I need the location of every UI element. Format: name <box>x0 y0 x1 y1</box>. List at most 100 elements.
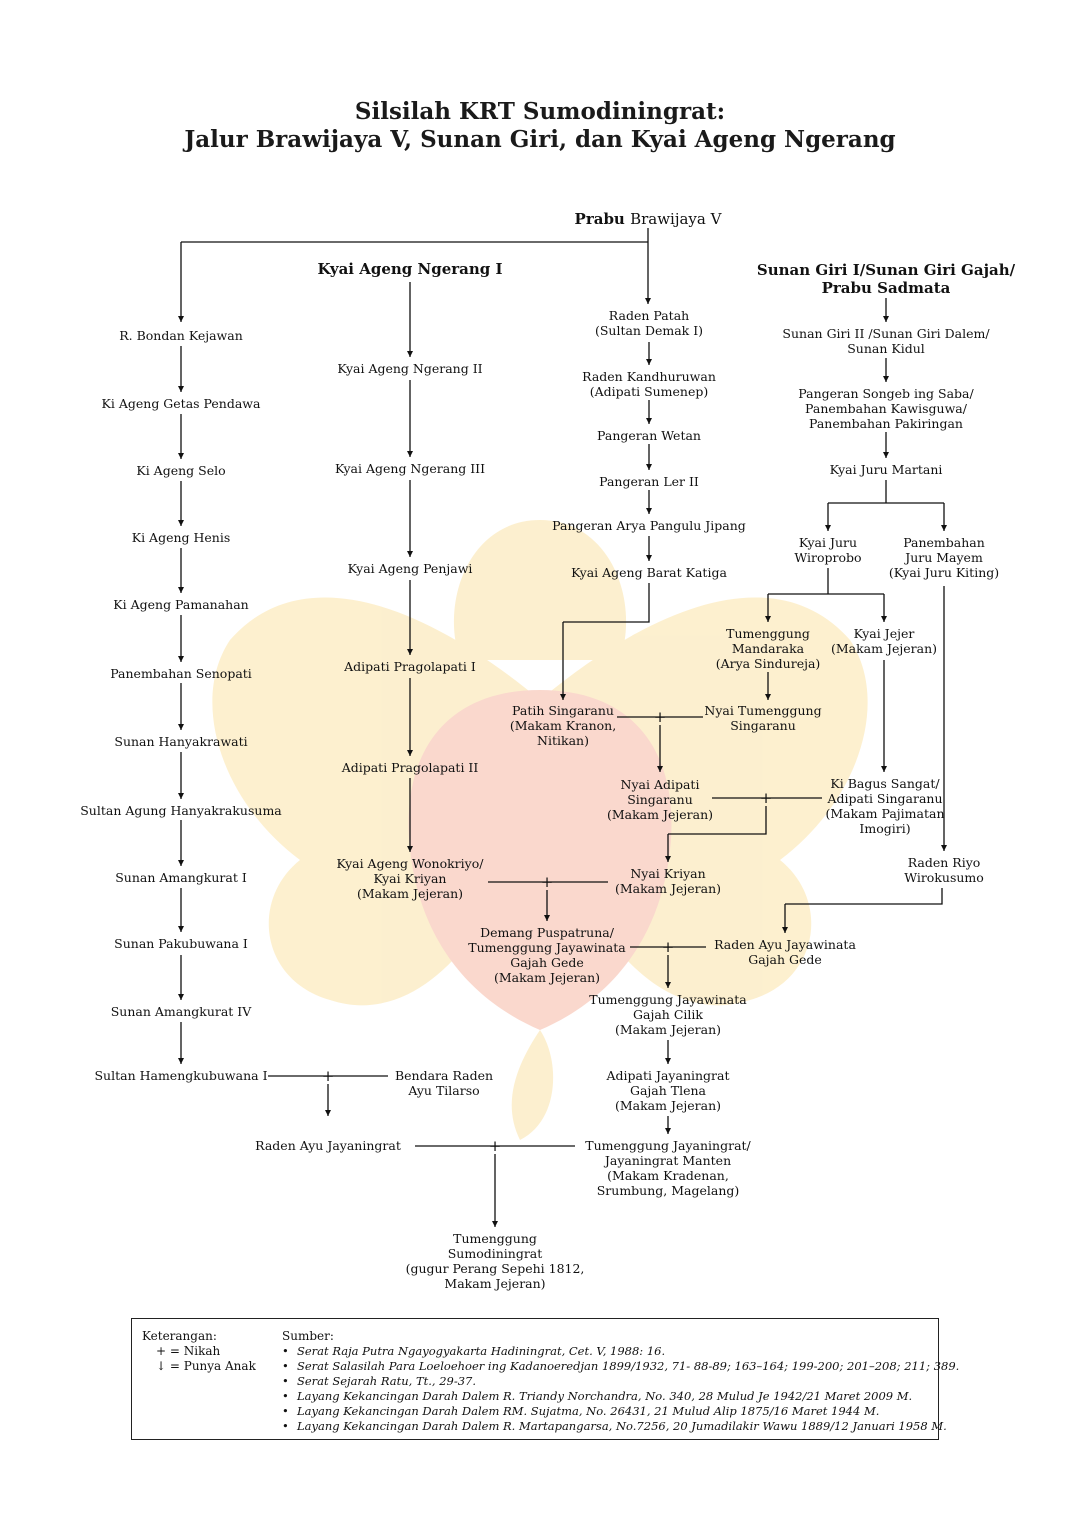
node-nyai-adipati: Nyai Adipati Singaranu (Makam Jejeran) <box>606 777 714 822</box>
arrowhead <box>178 587 184 593</box>
node-jejer: Kyai Jejer (Makam Jejeran) <box>830 626 938 656</box>
node-songeb: Pangeran Songeb ing Saba/ Panembahan Kaw… <box>798 386 974 431</box>
node-bagus-sangat: Ki Bagus Sangat/ Adipati Singaranu (Maka… <box>825 776 945 836</box>
arrowhead <box>544 915 550 921</box>
node-ngerang3: Kyai Ageng Ngerang III <box>334 461 486 476</box>
connector-line <box>668 806 767 835</box>
arrowhead <box>881 766 887 772</box>
node-riyo: Raden Riyo Wirokusumo <box>904 855 984 885</box>
marriage-plus: + <box>654 708 667 726</box>
arrowhead <box>665 1058 671 1064</box>
node-ngerang2: Kyai Ageng Ngerang II <box>337 361 483 376</box>
node-bondan: R. Bondan Kejawan <box>119 328 243 343</box>
node-ra-jayawinata: Raden Ayu Jayawinata Gajah Gede <box>714 937 856 967</box>
marriage-plus: + <box>322 1067 335 1085</box>
legend-heading: Keterangan: <box>142 1329 217 1343</box>
arrowhead <box>325 1110 331 1116</box>
source-item: Serat Salasilah Para Loeloehoer ing Kada… <box>282 1359 959 1374</box>
source-item: Serat Sejarah Ratu, Tt., 29-37. <box>282 1374 959 1389</box>
arrowhead <box>407 649 413 655</box>
arrowhead <box>560 694 566 700</box>
node-pamanahan: Ki Ageng Pamanahan <box>113 597 249 612</box>
arrowhead <box>178 724 184 730</box>
arrowhead <box>883 452 889 458</box>
node-wonokriyo: Kyai Ageng Wonokriyo/ Kyai Kriyan (Makam… <box>336 856 484 901</box>
node-mandaraka: Tumenggung Mandaraka (Arya Sindureja) <box>715 626 821 671</box>
arrowhead <box>178 386 184 392</box>
node-pragola2: Adipati Pragolapati II <box>341 760 479 775</box>
emblem-shield <box>408 690 672 1030</box>
arrowhead <box>665 856 671 862</box>
legend-sources: Sumber: Serat Raja Putra Ngayogyakarta H… <box>282 1329 959 1434</box>
node-mayem: Panembahan Juru Mayem (Kyai Juru Kiting) <box>888 535 1000 580</box>
node-brawijaya-name: Brawijaya V <box>630 210 722 228</box>
node-hb1: Sultan Hamengkubuwana I <box>94 1068 268 1083</box>
arrowhead <box>883 316 889 322</box>
node-penjawi: Kyai Ageng Penjawi <box>347 561 473 576</box>
node-nyai-kriyan: Nyai Kriyan (Makam Jejeran) <box>614 866 722 896</box>
legend-box: Keterangan: + = Nikah ↓ = Punya Anak Sum… <box>131 1318 959 1440</box>
node-ler2: Pangeran Ler II <box>599 474 699 489</box>
legend-child: ↓ = Punya Anak <box>156 1359 256 1373</box>
node-amangkurat4: Sunan Amangkurat IV <box>110 1004 252 1019</box>
node-getas: Ki Ageng Getas Pendawa <box>101 396 261 411</box>
arrowhead <box>646 555 652 561</box>
arrowhead <box>407 551 413 557</box>
source-item: Layang Kekancingan Darah Dalem R. Martap… <box>282 1419 959 1434</box>
node-gajah-cilik: Tumenggung Jayawinata Gajah Cilik (Makam… <box>589 992 747 1037</box>
arrowhead <box>178 656 184 662</box>
node-gajah-tlena: Adipati Jayaningrat Gajah Tlena (Makam J… <box>606 1068 730 1113</box>
arrowhead <box>941 845 947 851</box>
source-item: Layang Kekancingan Darah Dalem R. Triand… <box>282 1389 959 1404</box>
arrowhead <box>646 418 652 424</box>
arrowhead <box>178 1058 184 1064</box>
arrowhead <box>178 926 184 932</box>
node-martani: Kyai Juru Martani <box>829 462 943 477</box>
node-sumodiningrat: Tumenggung Sumodiningrat (gugur Perang S… <box>405 1231 585 1291</box>
connector-line <box>563 583 650 623</box>
node-tilarso: Bendara Raden Ayu Tilarso <box>394 1068 494 1098</box>
node-singaranu: Patih Singaranu (Makam Kranon, Nitikan) <box>509 703 617 748</box>
diagram-title-line1: Silsilah KRT Sumodiningrat: <box>354 98 726 125</box>
node-giri1: Sunan Giri I/Sunan Giri Gajah/ Prabu Sad… <box>756 261 1016 297</box>
node-puspatruna: Demang Puspatruna/ Tumenggung Jayawinata… <box>468 925 626 985</box>
source-item: Layang Kekancingan Darah Dalem RM. Sujat… <box>282 1404 959 1419</box>
marriage-plus: + <box>541 873 554 891</box>
arrowhead <box>765 616 771 622</box>
node-wetan: Pangeran Wetan <box>597 428 701 443</box>
node-ngerang1: Kyai Ageng Ngerang I <box>317 260 503 278</box>
node-wiroprobo: Kyai Juru Wiroprobo <box>794 535 862 565</box>
node-senopati: Panembahan Senopati <box>110 666 252 681</box>
arrowhead <box>178 793 184 799</box>
arrowhead <box>881 616 887 622</box>
arrowhead <box>645 298 651 304</box>
node-jayaningrat-manten: Tumenggung Jayaningrat/ Jayaningrat Mant… <box>585 1138 751 1198</box>
node-jipang: Pangeran Arya Pangulu Jipang <box>552 518 746 533</box>
arrowhead <box>178 453 184 459</box>
node-selo: Ki Ageng Selo <box>136 463 226 478</box>
node-henis: Ki Ageng Henis <box>131 530 231 545</box>
node-patah: Raden Patah (Sultan Demak I) <box>594 308 704 338</box>
node-brawijaya-prefix: Prabu <box>574 210 625 228</box>
node-pragola1: Adipati Pragolapati I <box>344 659 476 674</box>
arrowhead <box>646 464 652 470</box>
arrowhead <box>407 750 413 756</box>
marriage-plus: + <box>760 789 773 807</box>
marriage-plus: + <box>662 938 675 956</box>
arrowhead <box>178 994 184 1000</box>
arrowhead <box>646 359 652 365</box>
node-sultan-agung: Sultan Agung Hanyakrakusuma <box>80 803 282 818</box>
marriage-plus: + <box>489 1137 502 1155</box>
arrowhead <box>665 1128 671 1134</box>
node-brawijaya: Prabu Brawijaya V <box>575 210 722 228</box>
diagram-title-line2: Jalur Brawijaya V, Sunan Giri, dan Kyai … <box>184 126 896 153</box>
legend-keterangan: Keterangan: + = Nikah ↓ = Punya Anak <box>142 1329 256 1374</box>
emblem-tail <box>511 1030 554 1140</box>
arrowhead <box>178 520 184 526</box>
node-hanyakrawati: Sunan Hanyakrawati <box>114 734 248 749</box>
node-pakubuwana1: Sunan Pakubuwana I <box>114 936 248 951</box>
arrowhead <box>765 694 771 700</box>
source-item: Serat Raja Putra Ngayogyakarta Hadiningr… <box>282 1344 959 1359</box>
legend-marriage: + = Nikah <box>156 1344 221 1358</box>
